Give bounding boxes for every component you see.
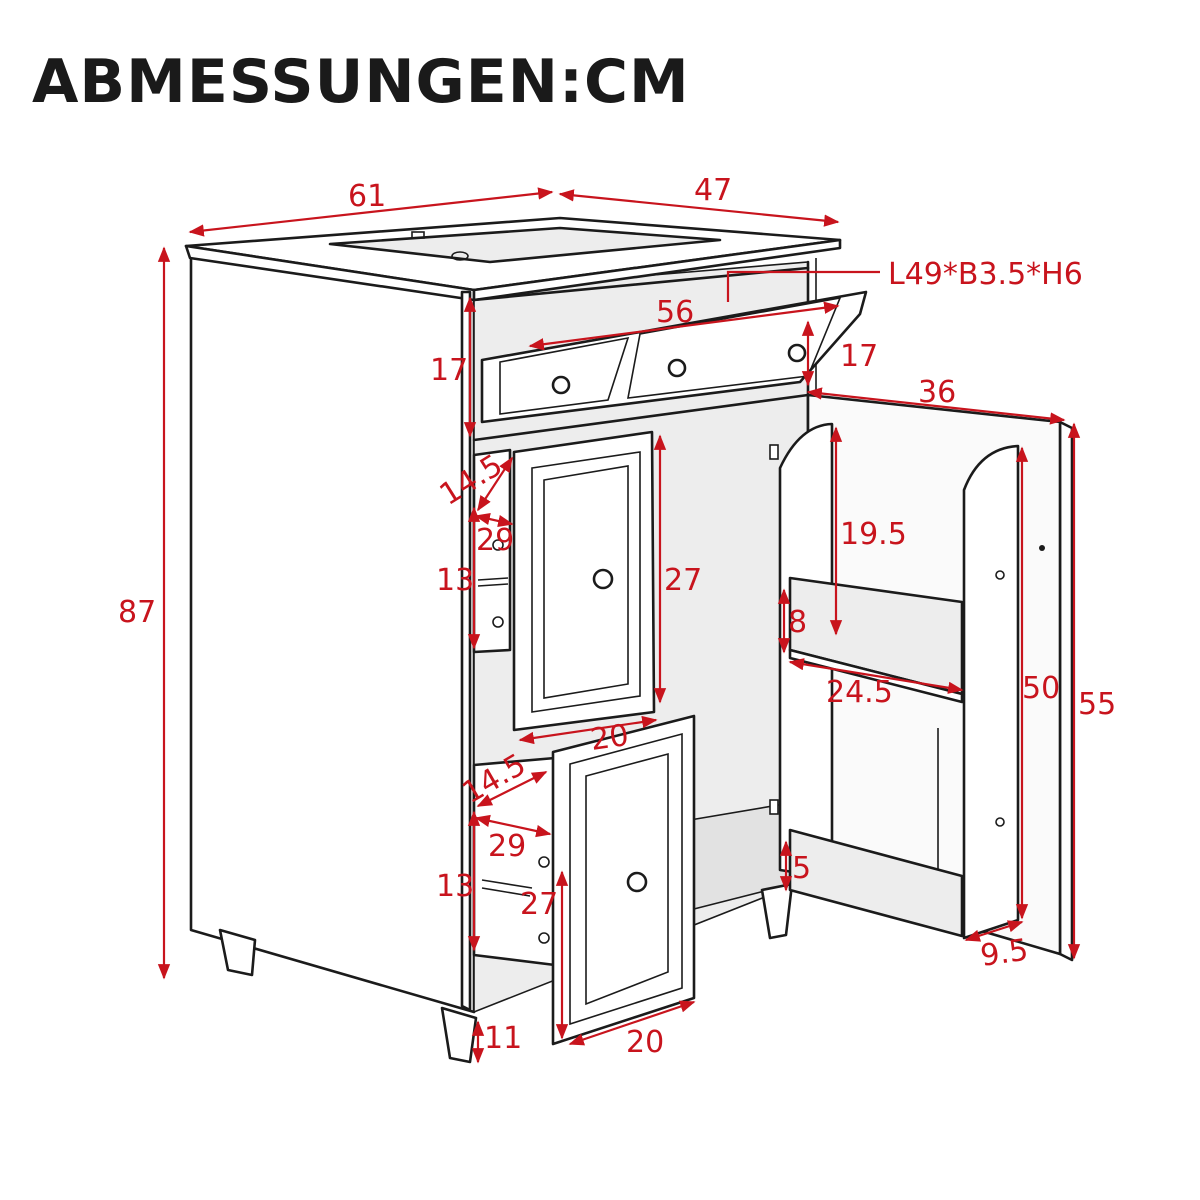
label-shelf-width: 24.5 (826, 675, 893, 710)
label-drawer2-front-width: 20 (626, 1025, 664, 1060)
label-top-drawer-height-left: 17 (430, 353, 468, 388)
label-drawer2-front-height: 27 (520, 887, 558, 922)
label-top-drawer-height-right: 17 (840, 339, 878, 374)
label-drawer2-height: 13 (436, 869, 474, 904)
label-drawer1-height: 13 (436, 563, 474, 598)
upper-drawer (472, 430, 656, 732)
label-shelf-lip: 8 (788, 605, 807, 640)
label-drawer1-front-height: 27 (664, 563, 702, 598)
dimension-lines (157, 187, 1081, 1064)
label-door-outer-height: 55 (1078, 687, 1116, 722)
label-leg-height: 11 (484, 1021, 522, 1056)
label-depth: 47 (694, 173, 732, 208)
label-door-width: 36 (918, 375, 956, 410)
label-drawer1-front-width: 20 (588, 718, 631, 758)
dimension-labels: 61 47 L49*B3.5*H6 56 17 17 87 36 19.5 14… (118, 173, 1116, 1060)
label-shelf-gap: 19.5 (840, 517, 907, 552)
label-total-height: 87 (118, 595, 156, 630)
label-sink-size: L49*B3.5*H6 (888, 257, 1083, 292)
label-door-inner-height: 50 (1022, 671, 1060, 706)
label-door-depth: 9.5 (978, 933, 1030, 974)
label-door-bottom: 5 (792, 851, 811, 886)
label-width: 61 (348, 179, 386, 214)
page-title: ABMESSUNGEN:CM (32, 47, 690, 117)
label-top-drawer-width: 56 (656, 295, 694, 330)
label-drawer2-width: 29 (488, 829, 526, 864)
label-drawer1-width: 29 (476, 523, 514, 558)
